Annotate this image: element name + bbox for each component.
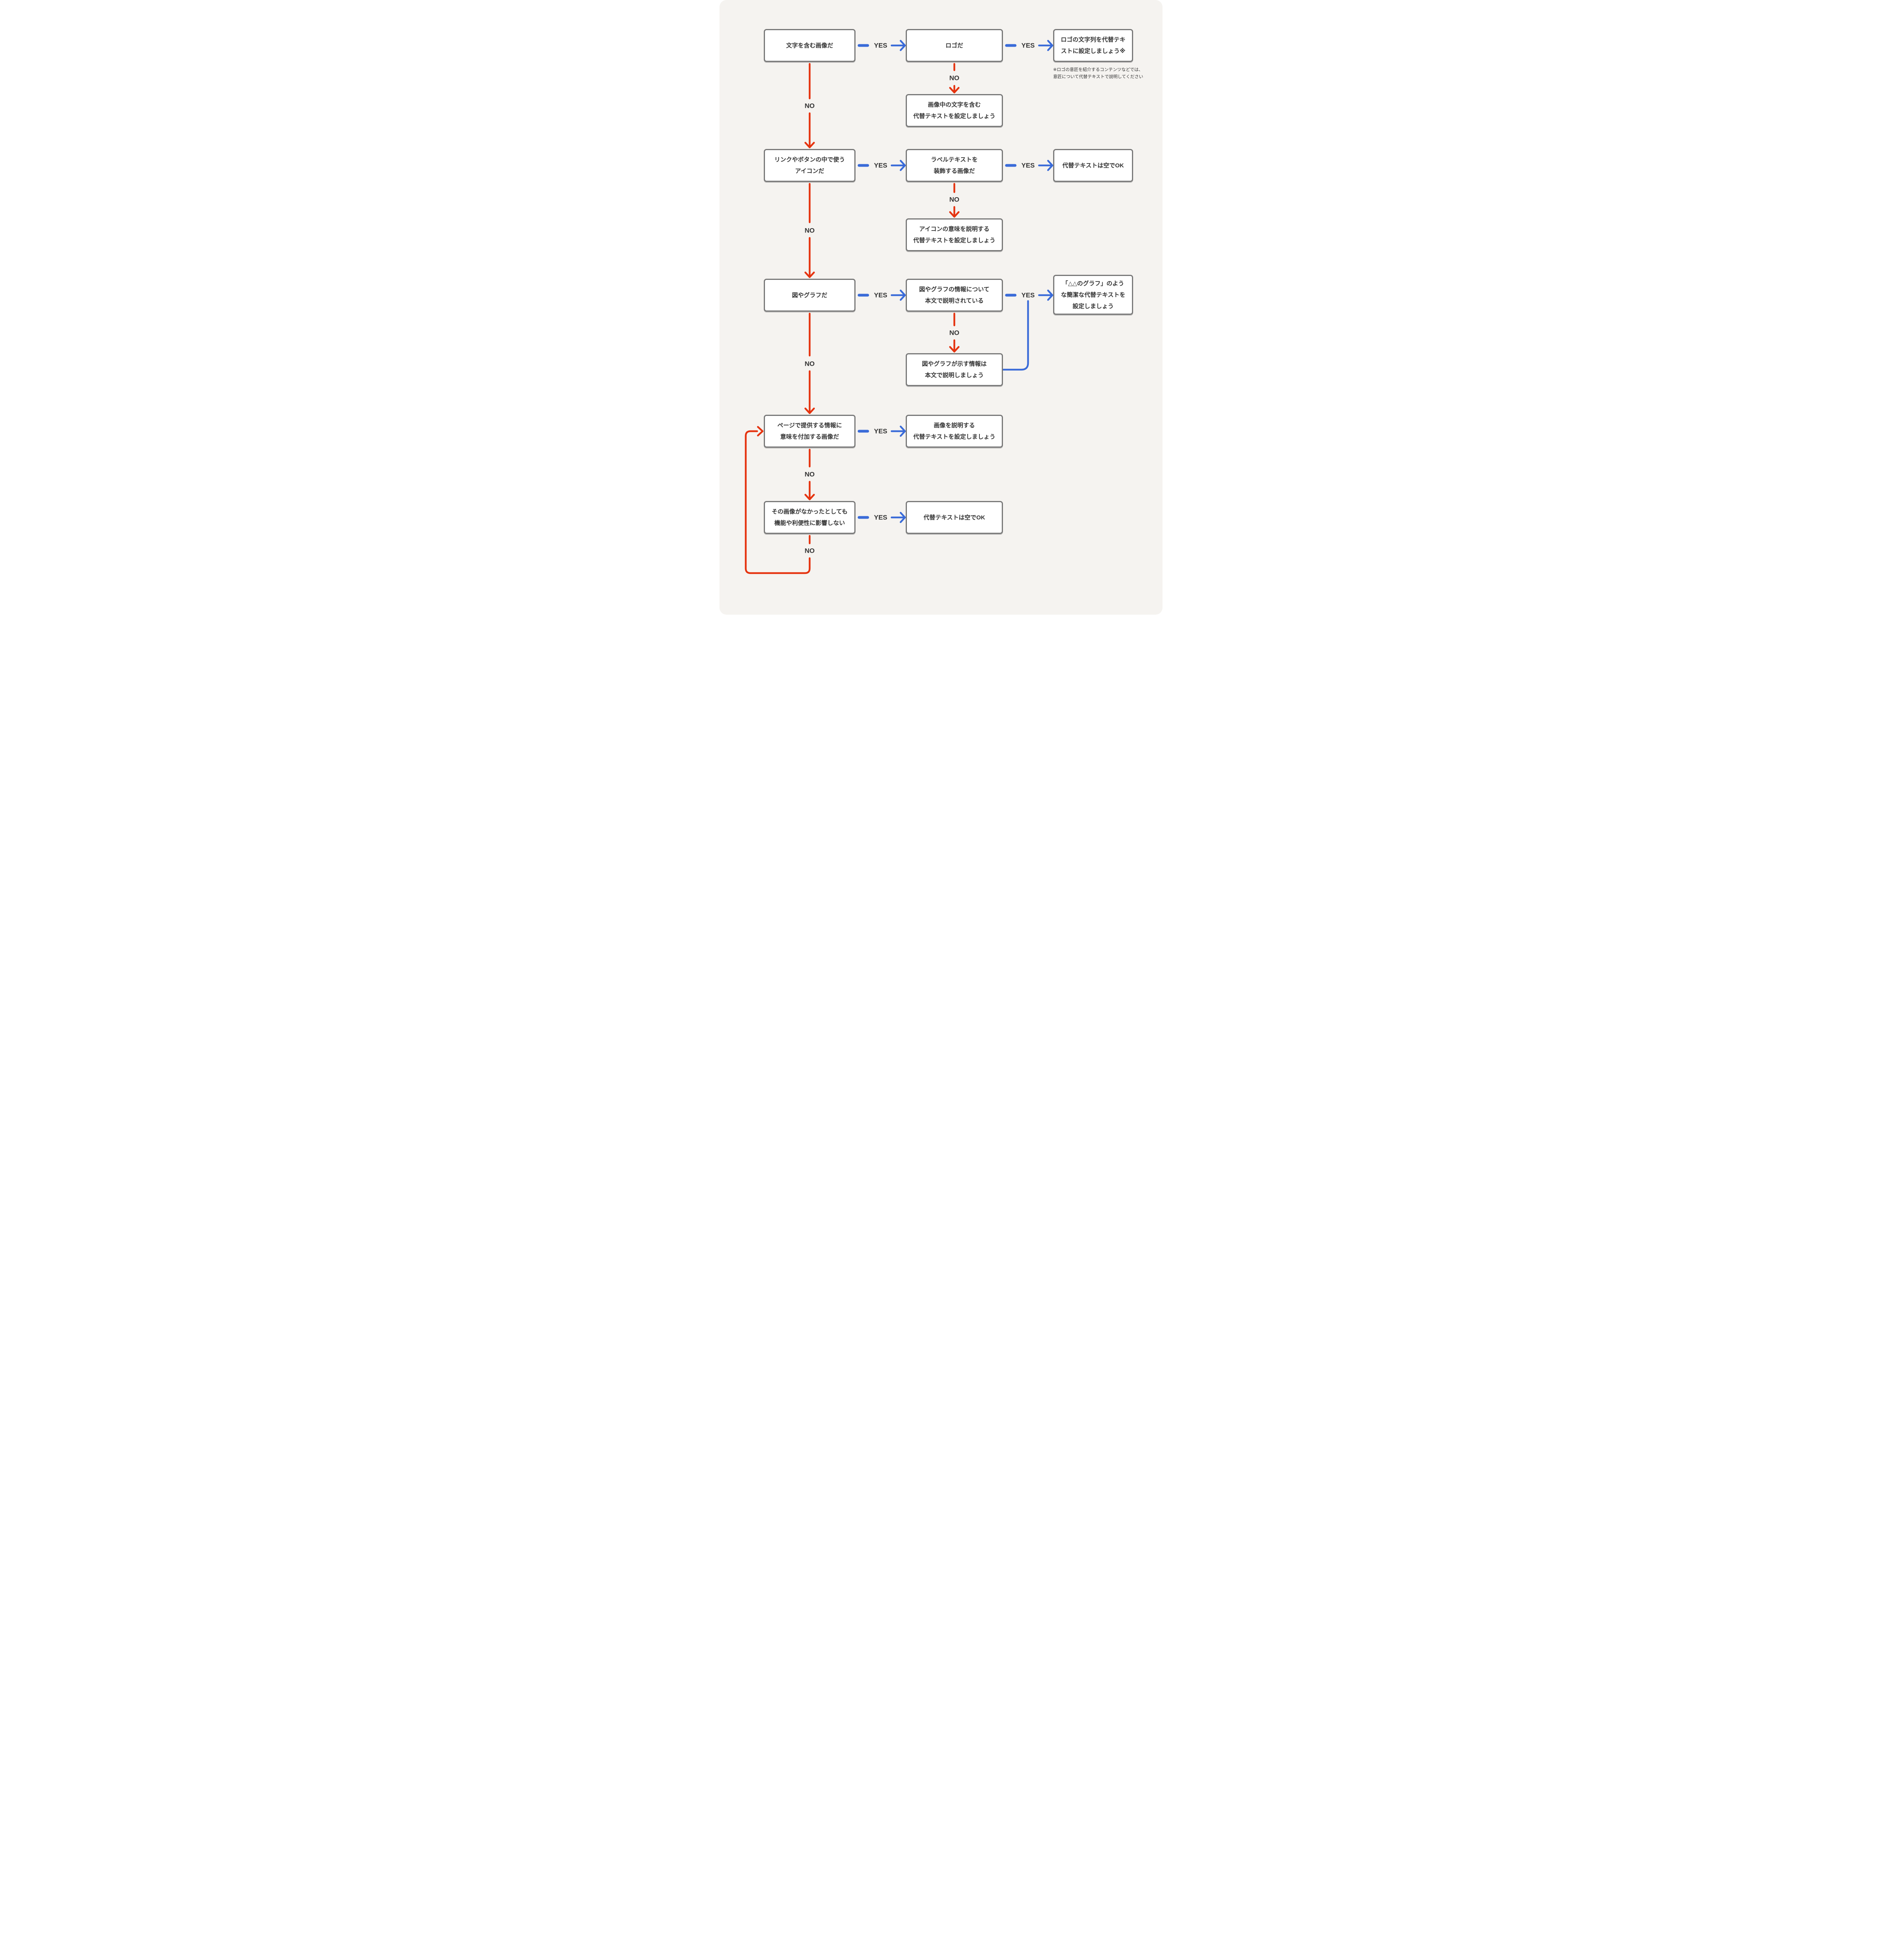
node-explained-in-body: 図やグラフの情報について本文で説明されている <box>906 279 1003 312</box>
flowchart-canvas: 文字を含む画像だ ロゴだ ロゴの文字列を代替テキストに設定しましょう※ 画像中の… <box>719 0 1163 615</box>
no-label: NO <box>805 470 815 478</box>
node-icon-in-link: リンクやボタンの中で使うアイコンだ <box>764 149 856 182</box>
yes-label: YES <box>1021 162 1035 169</box>
node-logo-text-alt: ロゴの文字列を代替テキストに設定しましょう※ <box>1053 29 1133 62</box>
yes-label: YES <box>874 291 888 299</box>
node-contains-text: 文字を含む画像だ <box>764 29 856 62</box>
node-decorates-label: ラベルテキストを装飾する画像だ <box>906 149 1003 182</box>
no-loop-a5-to-a4 <box>745 426 811 574</box>
node-concise-alt: 「△△のグラフ」のような簡潔な代替テキストを設定しましょう <box>1053 275 1133 315</box>
yes-label: YES <box>874 427 888 435</box>
no-label: NO <box>805 360 815 368</box>
yes-label: YES <box>1021 42 1035 49</box>
node-adds-meaning: ページで提供する情報に意味を付加する画像だ <box>764 415 856 448</box>
node-describe-image-alt: 画像を説明する代替テキストを設定しましょう <box>906 415 1003 448</box>
node-image-text-alt: 画像中の文字を含む代替テキストを設定しましょう <box>906 94 1003 127</box>
yes-label: YES <box>1021 291 1035 299</box>
node-figure-or-graph: 図やグラフだ <box>764 279 856 312</box>
node-empty-alt-ok-2: 代替テキストは空でOK <box>906 501 1003 534</box>
node-no-functional-impact: その画像がなかったとしても機能や利便性に影響しない <box>764 501 856 534</box>
node-icon-meaning-alt: アイコンの意味を説明する代替テキストを設定しましょう <box>906 218 1003 251</box>
no-label: NO <box>949 74 959 82</box>
no-label: NO <box>805 102 815 110</box>
node-is-logo: ロゴだ <box>906 29 1003 62</box>
yes-label: YES <box>874 514 888 521</box>
yes-label: YES <box>874 42 888 49</box>
yes-label: YES <box>874 162 888 169</box>
merge-curve-b6-to-yes <box>1002 300 1029 371</box>
no-label: NO <box>805 227 815 234</box>
node-empty-alt-ok-1: 代替テキストは空でOK <box>1053 149 1133 182</box>
node-explain-in-body: 図やグラフが示す情報は本文で説明しましょう <box>906 353 1003 386</box>
no-label: NO <box>805 547 815 555</box>
no-label: NO <box>949 329 959 337</box>
logo-footnote: ※ロゴの意匠を紹介するコンテンツなどでは、意匠について代替テキストで説明してくだ… <box>1053 67 1143 79</box>
no-label: NO <box>949 196 959 203</box>
